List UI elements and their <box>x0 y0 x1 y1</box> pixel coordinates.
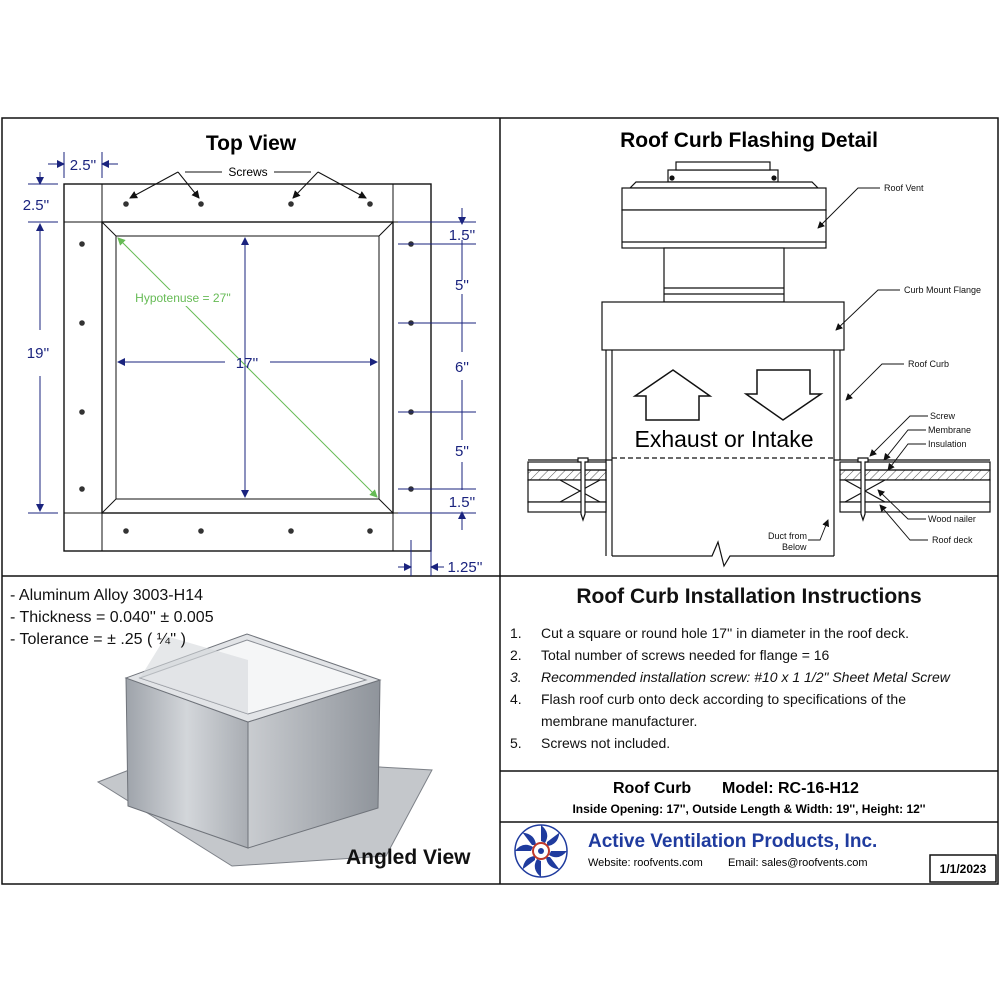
instruction-number: 1. <box>510 625 522 641</box>
instruction-text: Screws not included. <box>541 735 671 751</box>
callout-membrane: Membrane <box>928 425 971 435</box>
callout-roof-vent: Roof Vent <box>884 183 924 193</box>
spec-material: - Aluminum Alloy 3003-H14 <box>10 587 203 604</box>
spec-thickness: - Thickness = 0.040'' ± 0.005 <box>10 609 214 626</box>
instruction-number: 4. <box>510 691 522 707</box>
callout-roof-curb: Roof Curb <box>908 359 949 369</box>
company-email: Email: sales@roofvents.com <box>728 857 868 869</box>
instruction-item: membrane manufacturer. <box>508 710 988 732</box>
angled-view-image <box>96 633 433 867</box>
callout-screw: Screw <box>930 411 956 421</box>
dim-top-left: 2.5'' <box>70 157 97 174</box>
company-logo <box>514 824 568 878</box>
callout-wood-nailer: Wood nailer <box>928 514 976 524</box>
model-number: Model: RC-16-H12 <box>722 780 859 797</box>
instruction-text: membrane manufacturer. <box>541 713 698 729</box>
dim-height: 19'' <box>27 345 50 362</box>
top-view-drawing: Top View Screws <box>23 132 483 576</box>
material-specs: - Aluminum Alloy 3003-H14 - Thickness = … <box>10 585 214 651</box>
flow-label: Exhaust or Intake <box>635 426 814 452</box>
screw-dots <box>79 201 414 534</box>
sheet-frame <box>1 117 999 885</box>
model-product: Roof Curb <box>613 780 691 797</box>
hypotenuse-label: Hypotenuse = 27'' <box>135 291 231 305</box>
instruction-item: 3. Recommended installation screw: #10 x … <box>508 666 988 688</box>
flashing-detail-drawing <box>527 161 991 568</box>
instruction-item: 2. Total number of screws needed for flan… <box>508 644 988 666</box>
model-dimensions: Inside Opening: 17'', Outside Length & W… <box>572 802 925 816</box>
dim-left-top: 2.5'' <box>23 197 50 214</box>
screws-label: Screws <box>228 165 267 179</box>
company-name: Active Ventilation Products, Inc. <box>588 831 877 852</box>
drawing-date: 1/1/2023 <box>940 862 987 876</box>
instruction-text: Flash roof curb onto deck according to s… <box>541 691 906 707</box>
instruction-number: 5. <box>510 735 522 751</box>
dim-right-3: 6'' <box>455 359 469 376</box>
callout-duct-line1: Duct from <box>768 531 807 541</box>
flashing-detail-title: Roof Curb Flashing Detail <box>620 129 878 152</box>
instructions-list: 1. Cut a square or round hole 17'' in dia… <box>508 622 988 754</box>
flashing-callouts <box>808 187 928 541</box>
instructions-title: Roof Curb Installation Instructions <box>576 585 922 608</box>
dim-right-1: 1.5'' <box>449 227 476 244</box>
dim-right-4: 5'' <box>455 443 469 460</box>
dim-right-2: 5'' <box>455 277 469 294</box>
dim-right-5: 1.5'' <box>449 494 476 511</box>
company-website: Website: roofvents.com <box>588 857 703 869</box>
instruction-text: Recommended installation screw: #10 x 1 … <box>541 669 950 685</box>
dim-width: 17'' <box>236 355 259 372</box>
instruction-number: 3. <box>510 669 522 685</box>
instruction-text: Cut a square or round hole 17'' in diame… <box>541 625 910 641</box>
instruction-item: 1. Cut a square or round hole 17'' in dia… <box>508 622 988 644</box>
dim-bottom-right: 1.25'' <box>448 559 483 576</box>
instruction-item: 5. Screws not included. <box>508 732 988 754</box>
angled-view-label: Angled View <box>346 846 471 869</box>
top-view-title: Top View <box>206 132 297 155</box>
instruction-text: Total number of screws needed for flange… <box>541 647 830 663</box>
instruction-number: 2. <box>510 647 522 663</box>
callout-duct-line2: Below <box>782 542 807 552</box>
callout-curb-mount-flange: Curb Mount Flange <box>904 285 981 295</box>
callout-roof-deck: Roof deck <box>932 535 973 545</box>
callout-insulation: Insulation <box>928 439 967 449</box>
instruction-item: 4. Flash roof curb onto deck according to… <box>508 688 988 710</box>
spec-tolerance: - Tolerance = ± .25 ( ¼'' ) <box>10 631 187 648</box>
